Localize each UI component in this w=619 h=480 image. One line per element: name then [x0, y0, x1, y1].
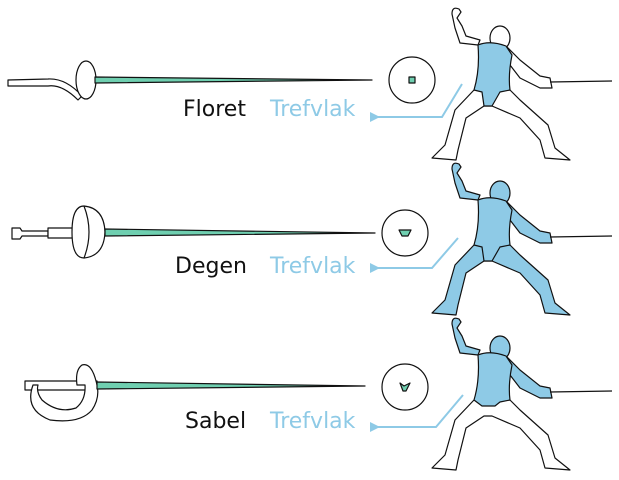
target-label: Trefvlak: [269, 254, 356, 279]
fencer-figure: [431, 317, 613, 471]
pointer-arrow: [370, 237, 459, 273]
sabre-weapon: [24, 364, 366, 422]
weapon-label: Floret: [183, 97, 246, 122]
row-degen: Degen Trefvlak: [11, 162, 613, 316]
row-sabel: Sabel Trefvlak: [24, 317, 613, 471]
pointer-arrow: [370, 83, 463, 122]
row-floret: Floret Trefvlak: [7, 7, 613, 161]
pointer-arrow: [370, 394, 464, 432]
target-label: Trefvlak: [269, 409, 356, 434]
target-label: Trefvlak: [269, 97, 356, 122]
target-circle: [381, 363, 429, 411]
epee-weapon: [11, 205, 376, 259]
weapon-label: Sabel: [185, 409, 246, 434]
fencer-figure: [431, 162, 613, 316]
target-circle: [381, 209, 429, 257]
fencer-figure: [431, 7, 613, 161]
target-circle: [388, 56, 436, 104]
foil-weapon: [7, 60, 373, 101]
weapon-label: Degen: [175, 254, 247, 279]
